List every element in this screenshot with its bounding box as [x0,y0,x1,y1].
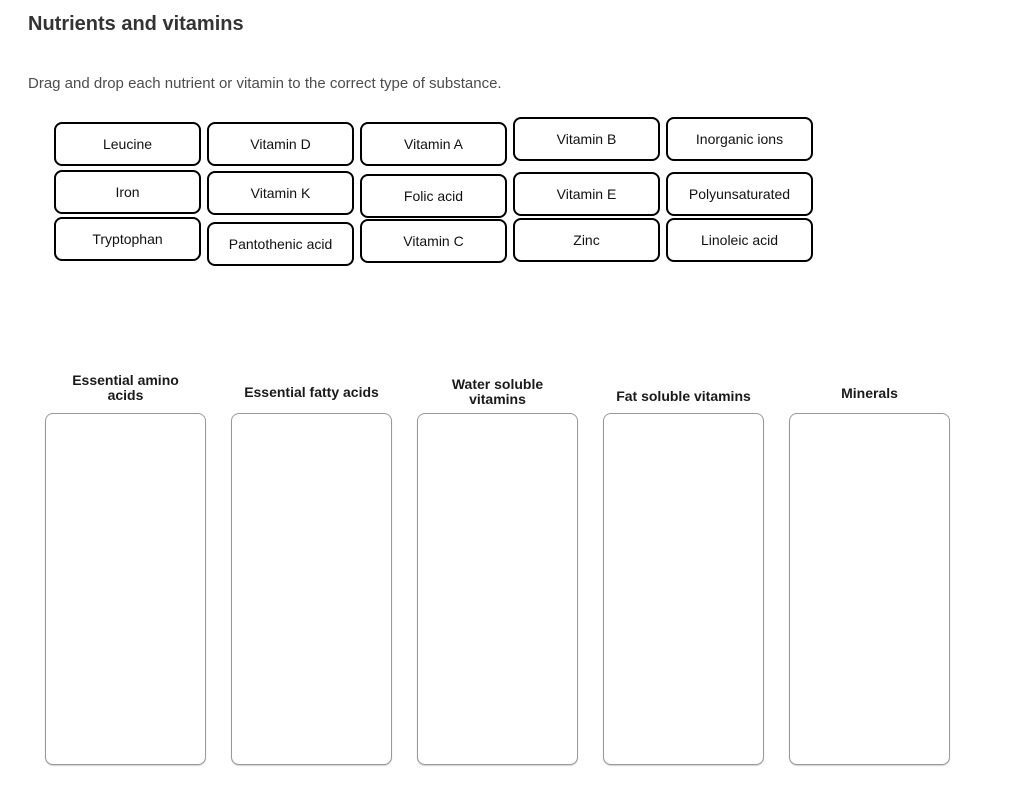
zone-col-fat-soluble-vitamins: Fat soluble vitamins [603,369,764,765]
zone-col-essential-amino-acids: Essential amino acids [45,369,206,765]
instruction-text: Drag and drop each nutrient or vitamin t… [28,75,502,92]
chip-vitamin-k[interactable]: Vitamin K [207,171,354,215]
chip-folic-acid[interactable]: Folic acid [360,174,507,218]
chip-iron[interactable]: Iron [54,170,201,214]
zone-label-fat-soluble-vitamins: Fat soluble vitamins [616,388,751,404]
zone-label-minerals: Minerals [841,385,898,401]
chip-vitamin-c[interactable]: Vitamin C [360,219,507,263]
drop-zones-row: Essential amino acids Essential fatty ac… [45,369,1024,765]
zone-col-water-soluble-vitamins: Water soluble vitamins [417,369,578,765]
chip-polyunsaturated[interactable]: Polyunsaturated [666,172,813,216]
chip-linoleic-acid[interactable]: Linoleic acid [666,218,813,262]
drop-zone-minerals[interactable] [789,413,950,765]
page-title: Nutrients and vitamins [28,13,244,35]
drop-zone-essential-amino-acids[interactable] [45,413,206,765]
zone-label-water-soluble-vitamins: Water soluble vitamins [451,376,544,407]
zone-label-essential-fatty-acids: Essential fatty acids [244,384,379,400]
chip-vitamin-e[interactable]: Vitamin E [513,172,660,216]
chip-leucine[interactable]: Leucine [54,122,201,166]
chip-tryptophan[interactable]: Tryptophan [54,217,201,261]
drop-zone-water-soluble-vitamins[interactable] [417,413,578,765]
chip-vitamin-d[interactable]: Vitamin D [207,122,354,166]
chip-inorganic-ions[interactable]: Inorganic ions [666,117,813,161]
zone-col-minerals: Minerals [789,369,950,765]
zone-label-essential-amino-acids: Essential amino acids [72,372,179,403]
zone-col-essential-fatty-acids: Essential fatty acids [231,369,392,765]
chip-vitamin-a[interactable]: Vitamin A [360,122,507,166]
chip-bank: Leucine Vitamin D Vitamin A Vitamin B In… [54,117,814,266]
chip-pantothenic-acid[interactable]: Pantothenic acid [207,222,354,266]
drop-zone-essential-fatty-acids[interactable] [231,413,392,765]
chip-zinc[interactable]: Zinc [513,218,660,262]
exercise-panel: Nutrients and vitamins Drag and drop eac… [0,12,1024,765]
chip-vitamin-b[interactable]: Vitamin B [513,117,660,161]
drop-zone-fat-soluble-vitamins[interactable] [603,413,764,765]
